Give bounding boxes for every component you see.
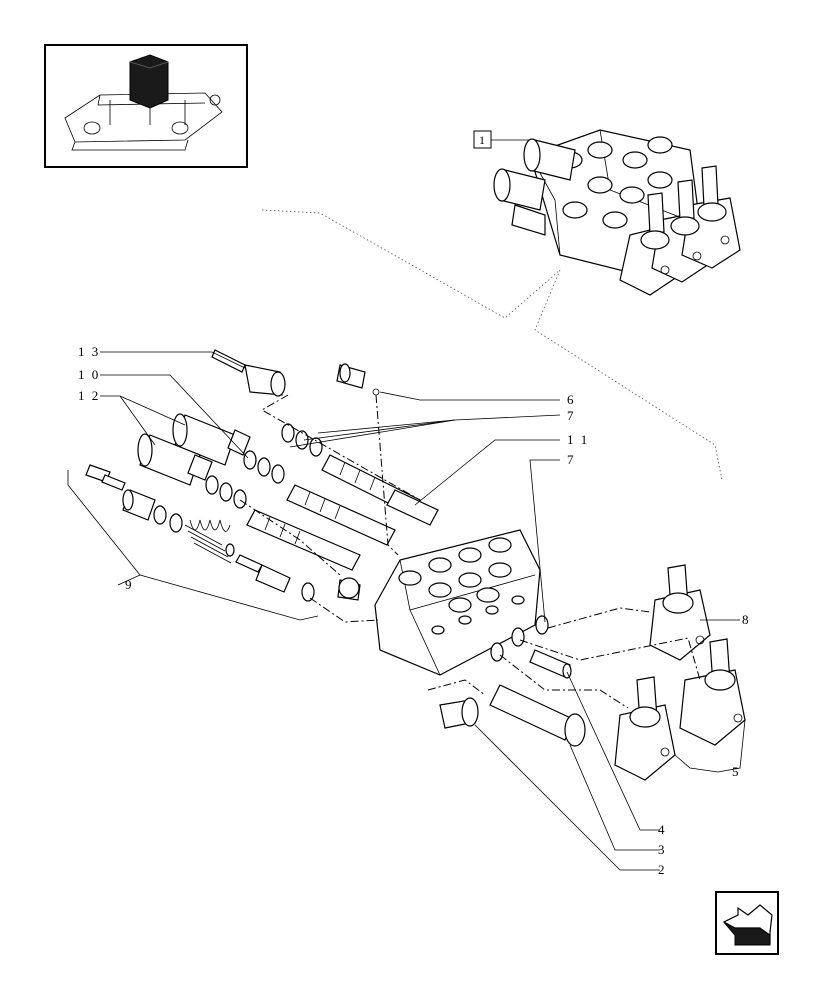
callout-3: 3 <box>658 842 667 857</box>
spool-rods <box>246 454 439 571</box>
callout-12: 1 2 <box>78 388 100 403</box>
callout-10: 1 0 <box>78 367 100 382</box>
callout-9: 9 <box>125 577 134 592</box>
nav-arrow-button[interactable] <box>715 891 779 955</box>
lever-housings <box>614 564 746 781</box>
callout-4: 4 <box>658 822 667 837</box>
arrow-icon <box>723 904 773 946</box>
callout-13: 1 3 <box>78 344 100 359</box>
locator-thumbnail <box>44 44 248 168</box>
tractor-hitch-thumbnail-icon <box>64 54 223 151</box>
callout-6: 6 <box>567 392 576 407</box>
o-rings <box>153 423 549 662</box>
detent-knob <box>211 349 286 397</box>
callout-8: 8 <box>742 612 751 627</box>
assembled-control-valve <box>493 129 741 296</box>
callout-7-top: 7 <box>567 408 576 423</box>
callout-11: 1 1 <box>567 432 589 447</box>
callout-leaders <box>67 351 746 871</box>
reference-box-1: 1 <box>473 130 535 149</box>
reference-label: 1 <box>479 133 485 147</box>
callout-7-lower: 7 <box>567 452 576 467</box>
callout-5: 5 <box>732 764 741 779</box>
assembly-guide-lines <box>261 209 723 481</box>
relief-valve-kit <box>85 464 361 601</box>
valve-body <box>374 529 541 676</box>
callout-2: 2 <box>658 862 667 877</box>
spool-end-caps <box>137 413 251 486</box>
plug <box>336 363 380 396</box>
bottom-fittings <box>439 649 586 747</box>
callout-labels: 1 3 1 0 1 2 6 7 1 1 7 9 8 5 4 3 2 <box>78 344 751 877</box>
